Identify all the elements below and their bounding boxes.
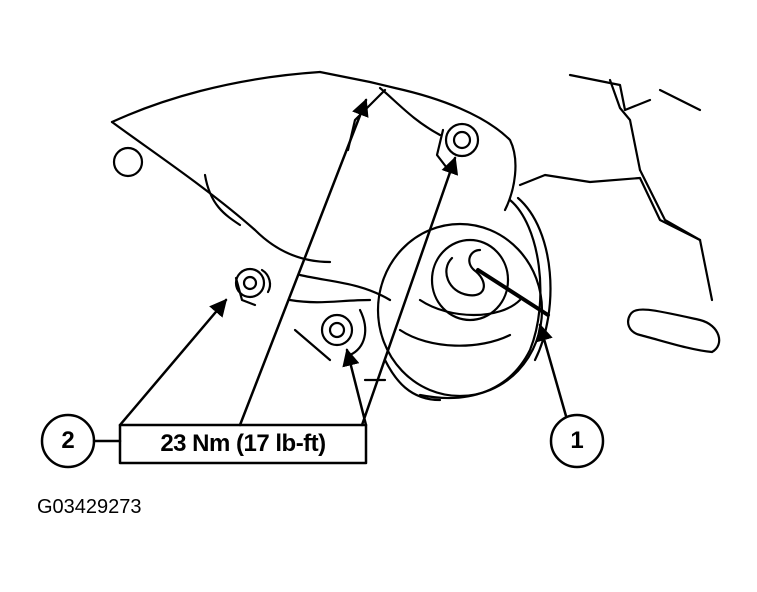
torque-spec-label: 23 Nm (17 lb-ft) — [160, 430, 326, 457]
leader-2-mid — [360, 156, 459, 427]
leader-2-left — [118, 298, 228, 427]
callout-label-1: 1 — [570, 427, 584, 454]
mount-disk-inner — [430, 238, 510, 322]
hole-left — [112, 146, 144, 178]
chassis-outline — [518, 173, 702, 242]
callout-label-2: 2 — [61, 427, 75, 454]
bolt-top — [444, 122, 480, 158]
bolt-left — [234, 267, 266, 299]
leader-2-lower — [342, 348, 368, 427]
torque-box — [118, 423, 368, 465]
mount-hook — [445, 248, 485, 297]
callout-circle-1 — [549, 413, 605, 469]
figure-code: G03429273 — [37, 496, 142, 518]
leader-1 — [535, 323, 568, 418]
bolt-lower — [320, 313, 354, 347]
leader-2-top — [238, 98, 369, 427]
engine-body-outline — [110, 70, 322, 124]
mount-bracket — [318, 70, 517, 212]
slot-right — [627, 308, 721, 354]
